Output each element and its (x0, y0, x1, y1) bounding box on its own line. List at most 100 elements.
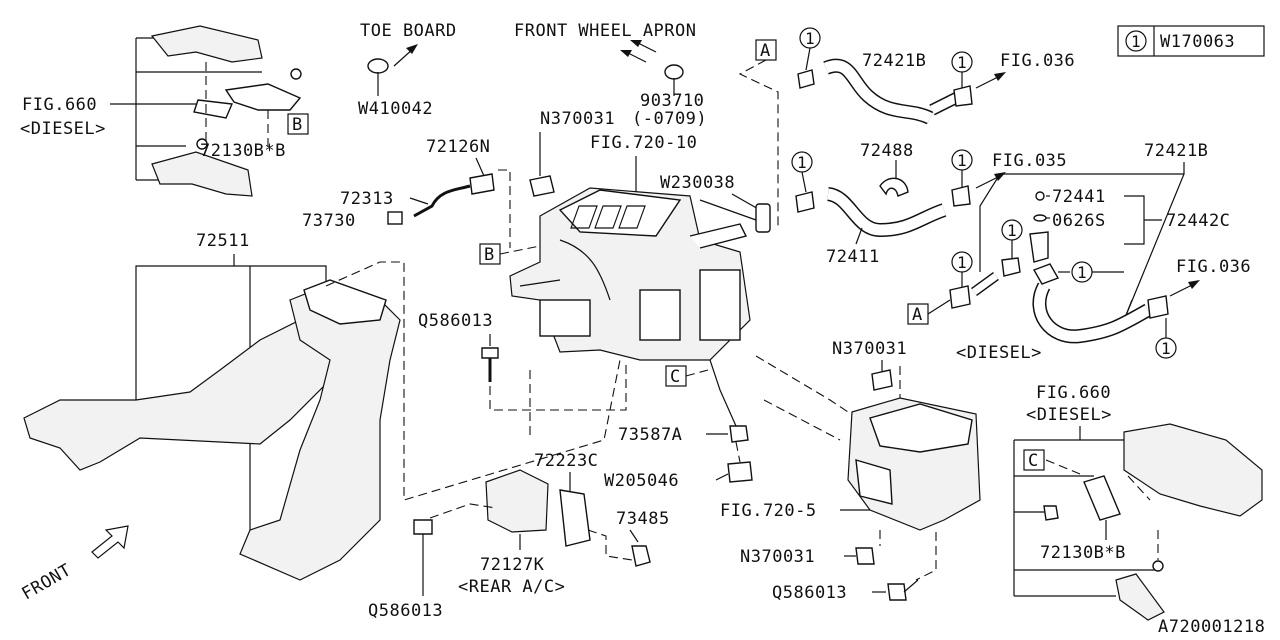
clip-73730 (387, 211, 403, 225)
label-903710-note: (-0709) (632, 109, 707, 129)
callout-a-right-text: A (912, 305, 923, 325)
diesel-bracket-group-bottom: FIG.660 <DIESEL> C 72130B*B (1013, 383, 1263, 621)
diesel-cover-lower (151, 151, 253, 197)
label-903710: 903710 (640, 91, 704, 111)
label-front: FRONT (19, 560, 75, 604)
blower-unit: N370031 FIG.720-5 N370031 Q586013 (720, 339, 981, 603)
diagram-id: A720001218 (1158, 617, 1265, 637)
front-arrow-icon (91, 525, 129, 559)
clip-903710 (664, 64, 684, 80)
legend-code: W170063 (1160, 32, 1235, 52)
label-72488: 72488 (860, 141, 914, 161)
duct-72511-group: 72511 (23, 231, 621, 581)
label-72130bb-a: 72130B*B (200, 141, 286, 161)
label-72411: 72411 (826, 247, 880, 267)
label-72441: 72441 (1052, 187, 1106, 207)
callout-c-right-text: C (1028, 451, 1039, 471)
label-fig035: FIG.035 (992, 151, 1067, 171)
callout-c-mid-text: C (670, 367, 681, 387)
label-fig036-a: FIG.036 (1000, 51, 1075, 71)
label-front-wheel-apron: FRONT WHEEL APRON (514, 21, 697, 41)
label-n370031-c: N370031 (740, 547, 815, 567)
svg-text:1: 1 (957, 53, 967, 72)
diesel-hose-group-right: 72421B 72441 0626S 72442C 1 1 1 FIG.036 (907, 141, 1251, 363)
svg-text:1: 1 (957, 253, 967, 272)
bracket-72223c (559, 489, 591, 547)
rear-ac-group: 72223C 73485 72127K <REAR A/C> Q586013 (368, 451, 670, 621)
svg-text:1: 1 (1077, 263, 1087, 282)
legend-box: 1 W170063 (1117, 25, 1265, 57)
screw-73485 (631, 545, 651, 567)
heater-unit-main: N370031 FIG.720-10 B C (479, 109, 757, 427)
label-72127k: 72127K (480, 555, 545, 575)
diesel-bracket-plate (224, 83, 302, 111)
clamp-mid-right (951, 185, 971, 207)
label-72421b-a: 72421B (862, 51, 926, 71)
diesel-bracket-small (193, 99, 234, 119)
nut-n370031-c (855, 547, 875, 565)
sensor-72126n (469, 173, 495, 195)
bolt-top (290, 68, 302, 80)
svg-text:1: 1 (805, 29, 815, 48)
label-w410042: W410042 (358, 99, 433, 119)
label-w230038: W230038 (660, 173, 735, 193)
clamp-upper-right (953, 85, 973, 107)
bolt-bracket-bottom (1043, 505, 1059, 521)
label-72511: 72511 (196, 231, 250, 251)
label-rear-ac: <REAR A/C> (458, 577, 565, 597)
drain-73587a (729, 425, 749, 443)
bolt-q586013-b (413, 519, 433, 535)
diesel-lower-bracket (1115, 573, 1165, 621)
label-72442c: 72442C (1166, 211, 1230, 231)
label-72223c: 72223C (534, 451, 598, 471)
label-72421b-b: 72421B (1144, 141, 1208, 161)
sensor-wire-group: 72126N 72313 73730 (302, 137, 511, 248)
clip-72488 (879, 177, 909, 197)
label-72313: 72313 (340, 189, 394, 209)
label-72130bb-b: 72130B*B (1040, 543, 1126, 563)
label-toe-board: TOE BOARD (360, 21, 457, 41)
label-fig720-5: FIG.720-5 (720, 501, 817, 521)
module-72127k (485, 469, 549, 533)
grommet-w230038 (755, 203, 771, 233)
heater-blend-door (639, 289, 681, 341)
label-diesel-b: <DIESEL> (956, 343, 1042, 363)
tee-72442c (1029, 231, 1049, 263)
duct-floor-right (239, 287, 401, 581)
label-diesel-c: <DIESEL> (1026, 405, 1112, 425)
diesel-cover-bottom (1123, 423, 1263, 517)
label-n370031-b: N370031 (832, 339, 907, 359)
label-fig660-b: FIG.660 (1036, 383, 1111, 403)
svg-text:1: 1 (797, 153, 807, 172)
label-72126n: 72126N (426, 137, 490, 157)
hose-72421b-upper: 1 1 72421B FIG.036 (797, 27, 1075, 125)
bolt-q586013-a (481, 347, 499, 359)
front-wheel-apron-group: FRONT WHEEL APRON 903710 (-0709) (514, 21, 707, 129)
diesel-bracket-group-top: FIG.660 <DIESEL> 72130B*B B (20, 25, 309, 197)
heater-side-panel (699, 269, 741, 341)
diesel-bracket-72130bb (1083, 475, 1121, 521)
bolt-mid (196, 138, 208, 150)
svg-text:1: 1 (957, 151, 967, 170)
drain-group: 73587A W205046 (604, 425, 753, 491)
label-fig036-b: FIG.036 (1176, 257, 1251, 277)
label-q586013-b: Q586013 (368, 601, 443, 621)
label-73730: 73730 (302, 211, 356, 231)
duct-inlet (303, 279, 387, 325)
diesel-cover-upper (150, 25, 263, 63)
svg-text:1: 1 (1007, 221, 1017, 240)
label-73485: 73485 (616, 509, 670, 529)
nut-n370031-a (529, 175, 555, 197)
callout-a-top-text: A (760, 41, 771, 61)
label-fig720-10: FIG.720-10 (590, 133, 697, 153)
label-n370031-a: N370031 (540, 109, 615, 129)
hose-72411-group: 1 72488 1 FIG.035 72411 W230038 (660, 141, 1067, 267)
svg-text:1: 1 (1161, 339, 1171, 358)
bolt-diesel-bottom (1152, 560, 1164, 572)
label-q586013-a: Q586013 (418, 311, 493, 331)
clamp-tee-left (1001, 257, 1021, 277)
bolt-q586013-a-group: Q586013 (418, 311, 627, 436)
blower-motor (855, 459, 893, 505)
callout-b-top-text: B (292, 115, 303, 135)
